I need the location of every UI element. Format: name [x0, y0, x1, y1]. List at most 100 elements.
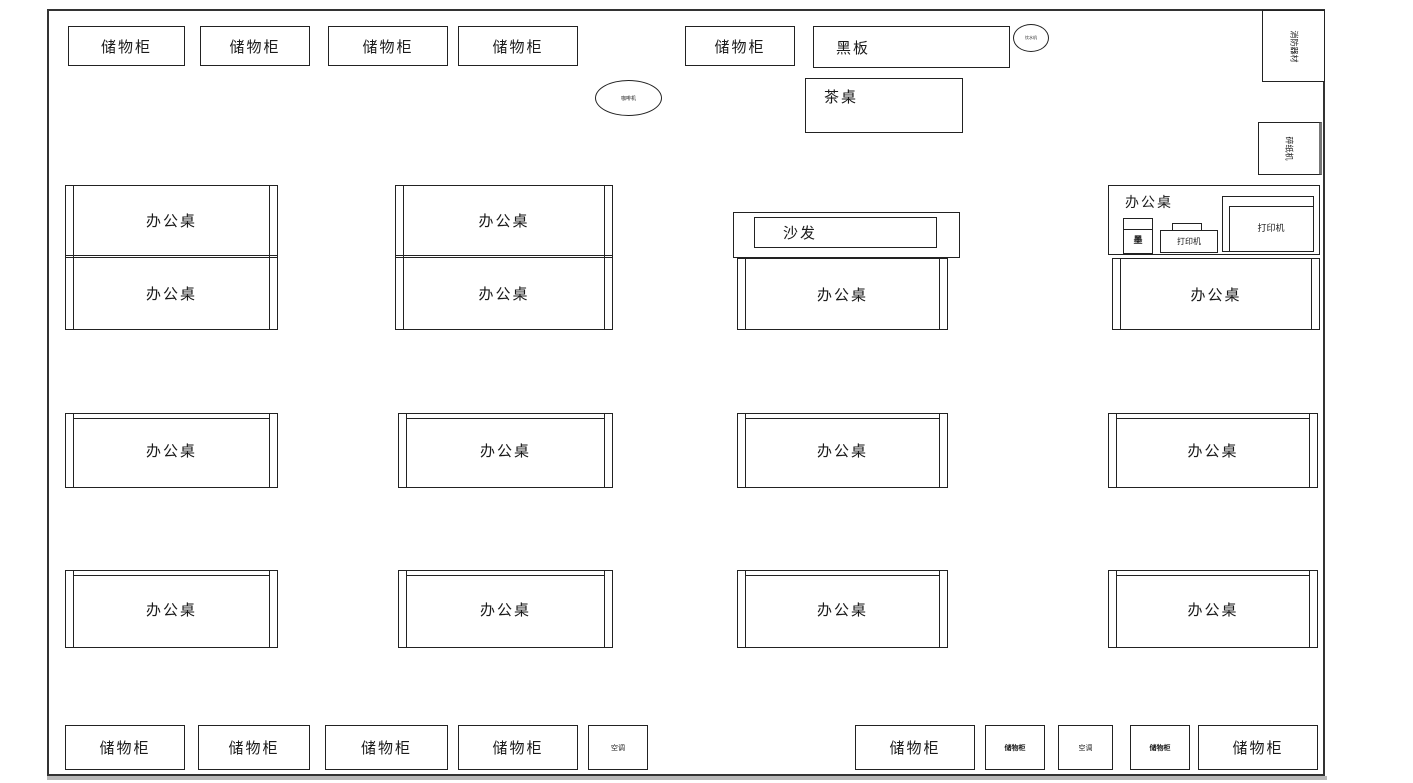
desk-bottom-half: 办公桌 [408, 258, 600, 329]
tea-table: 茶桌 [805, 78, 963, 133]
desk-label: 办公桌 [145, 287, 197, 303]
air-conditioner-label: 空调 [611, 743, 625, 752]
desk-side-panel [939, 259, 940, 329]
desk: 办公桌 [1108, 413, 1318, 488]
storage-cabinet-label: 储物柜 [228, 741, 280, 757]
desk-label: 办公桌 [1125, 196, 1173, 211]
desk: 办公桌 [65, 413, 278, 488]
desk-side-panel [745, 414, 746, 487]
desk-side-panel [939, 571, 940, 647]
desk-label: 办公桌 [145, 444, 197, 460]
desk-label: 办公桌 [1187, 602, 1239, 619]
storage-cabinet: 储物柜 [65, 725, 185, 770]
room-outline [47, 9, 1325, 776]
desk: 办公桌 [1112, 258, 1320, 330]
ink-box-label: 墨 [1133, 235, 1143, 245]
water-dispenser-label: 饮水机 [1025, 35, 1037, 40]
storage-cabinet: 储物柜 [68, 26, 185, 66]
storage-cabinet: 储物柜 [200, 26, 310, 66]
desk-label: 办公桌 [479, 444, 531, 460]
printer-large-body [1229, 206, 1313, 251]
storage-cabinet-label: 储物柜 [362, 39, 414, 56]
ink-box: 墨 [1123, 218, 1153, 254]
storage-cabinet-label: 储物柜 [492, 39, 544, 56]
desk-side-panel [269, 571, 270, 647]
desk-edge-line [407, 418, 604, 419]
sofa-label: 沙发 [783, 226, 818, 242]
water-dispenser: 饮水机 [1013, 24, 1049, 52]
printer-small: 打印机 [1160, 230, 1218, 253]
air-conditioner-label: 空调 [1078, 743, 1093, 752]
sofa-seat: 沙发 [754, 217, 937, 248]
desk-side-panel [73, 571, 74, 647]
desk-side-panel [939, 414, 940, 487]
shredder-label: 碎纸机 [1284, 136, 1294, 161]
desk-divider [396, 255, 612, 258]
ink-box-divider [1124, 229, 1152, 230]
desk-bottom-half: 办公桌 [78, 258, 265, 329]
coffee-machine: 咖啡机 [595, 80, 662, 116]
fire-equipment-cabinet: 消防器材 [1262, 10, 1325, 82]
storage-cabinet: 储物柜 [458, 26, 578, 66]
storage-cabinet-small: 储物柜 [1130, 725, 1190, 770]
storage-cabinet-label: 储物柜 [1232, 741, 1284, 757]
room-shadow [47, 776, 1327, 780]
tea-table-label: 茶桌 [824, 90, 859, 106]
desk-side-panel [406, 414, 407, 487]
desk-side-panel [604, 571, 605, 647]
printer-label: 打印机 [1257, 223, 1285, 233]
desk-side-panel [73, 414, 74, 487]
desk-label: 办公桌 [145, 213, 197, 230]
storage-cabinet: 储物柜 [685, 26, 795, 66]
desk-label: 办公桌 [816, 444, 868, 460]
desk-edge-line [746, 575, 939, 576]
desk-edge-line [407, 575, 604, 576]
desk-label: 办公桌 [1190, 287, 1242, 304]
desk-side-panel [745, 259, 746, 329]
desk: 办公桌 [737, 570, 948, 648]
desk-edge-line [1117, 575, 1309, 576]
printer-label: 打印机 [1177, 237, 1201, 246]
storage-cabinet-label: 储物柜 [229, 39, 281, 56]
sofa: 沙发 [733, 212, 960, 258]
desk-edge-line [1117, 418, 1309, 419]
storage-cabinet: 储物柜 [458, 725, 578, 770]
storage-cabinet-label: 储物柜 [1149, 743, 1171, 752]
air-conditioner: 空调 [1058, 725, 1113, 770]
desk-side-panel [604, 414, 605, 487]
desk-side-panel [1309, 414, 1310, 487]
shredder: 碎纸机 [1258, 122, 1322, 175]
double-desk: 办公桌 办公桌 [65, 185, 278, 330]
desk-side-panel [269, 414, 270, 487]
storage-cabinet: 储物柜 [1198, 725, 1318, 770]
storage-cabinet-label: 储物柜 [889, 741, 941, 757]
storage-cabinet-label: 储物柜 [492, 741, 544, 757]
desk-side-panel [1116, 571, 1117, 647]
desk-edge-line [74, 575, 269, 576]
storage-cabinet-small: 储物柜 [985, 725, 1045, 770]
desk-edge-line [746, 418, 939, 419]
desk-side-panel [406, 571, 407, 647]
desk-side-panel [745, 571, 746, 647]
desk: 办公桌 [737, 258, 948, 330]
storage-cabinet: 储物柜 [198, 725, 310, 770]
blackboard: 黑板 [813, 26, 1010, 68]
desk-side-panel [1116, 414, 1117, 487]
desk-label: 办公桌 [1187, 444, 1239, 460]
storage-cabinet-label: 储物柜 [99, 741, 151, 757]
double-desk: 办公桌 办公桌 [395, 185, 613, 330]
storage-cabinet: 储物柜 [855, 725, 975, 770]
storage-cabinet: 储物柜 [325, 725, 448, 770]
desk: 办公桌 [1108, 570, 1318, 648]
desk: 办公桌 [65, 570, 278, 648]
desk: 办公桌 [398, 570, 613, 648]
storage-cabinet-label: 储物柜 [714, 39, 766, 56]
fire-equipment-label: 消防器材 [1289, 30, 1298, 62]
desk-edge-line [74, 418, 269, 419]
air-conditioner: 空调 [588, 725, 648, 770]
desk-side-panel [1309, 571, 1310, 647]
desk-label: 办公桌 [145, 602, 197, 619]
desk-label: 办公桌 [816, 287, 868, 304]
desk-label: 办公桌 [478, 287, 530, 303]
